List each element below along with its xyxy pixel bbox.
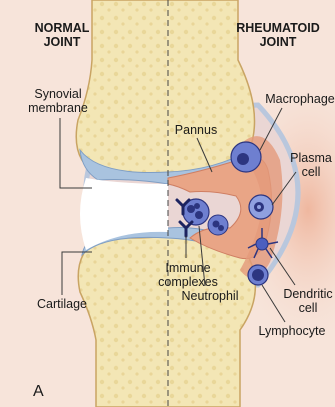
label-cartilage: Cartilage (37, 297, 87, 311)
normal-joint-title-line1: NORMAL (35, 21, 90, 35)
neutrophil-cell-2 (208, 215, 228, 235)
macrophage-cell (231, 142, 261, 172)
label-dendritic-cell-line2: cell (299, 301, 318, 315)
label-synovial-membrane-line2: membrane (28, 101, 88, 115)
lymphocyte-cell (248, 265, 268, 285)
label-macrophage: Macrophage (265, 92, 335, 106)
label-dendritic-cell-line1: Dendritic (283, 287, 332, 301)
label-lymphocyte: Lymphocyte (259, 324, 326, 338)
rheumatoid-joint-title-line2: JOINT (260, 35, 297, 49)
label-pannus: Pannus (175, 123, 217, 137)
label-plasma-cell-line1: Plasma (290, 151, 332, 165)
label-immune-complexes-line2: complexes (158, 275, 218, 289)
rheumatoid-joint-title-line1: RHEUMATOID (236, 21, 320, 35)
label-neutrophil: Neutrophil (182, 289, 239, 303)
label-immune-complexes-line1: Immune (165, 261, 210, 275)
plasma-cell (249, 195, 273, 219)
normal-joint-title-line2: JOINT (44, 35, 81, 49)
label-synovial-membrane-line1: Synovial (34, 87, 81, 101)
upper-bone (76, 0, 254, 183)
panel-letter: A (33, 383, 44, 400)
label-plasma-cell-line2: cell (302, 165, 321, 179)
